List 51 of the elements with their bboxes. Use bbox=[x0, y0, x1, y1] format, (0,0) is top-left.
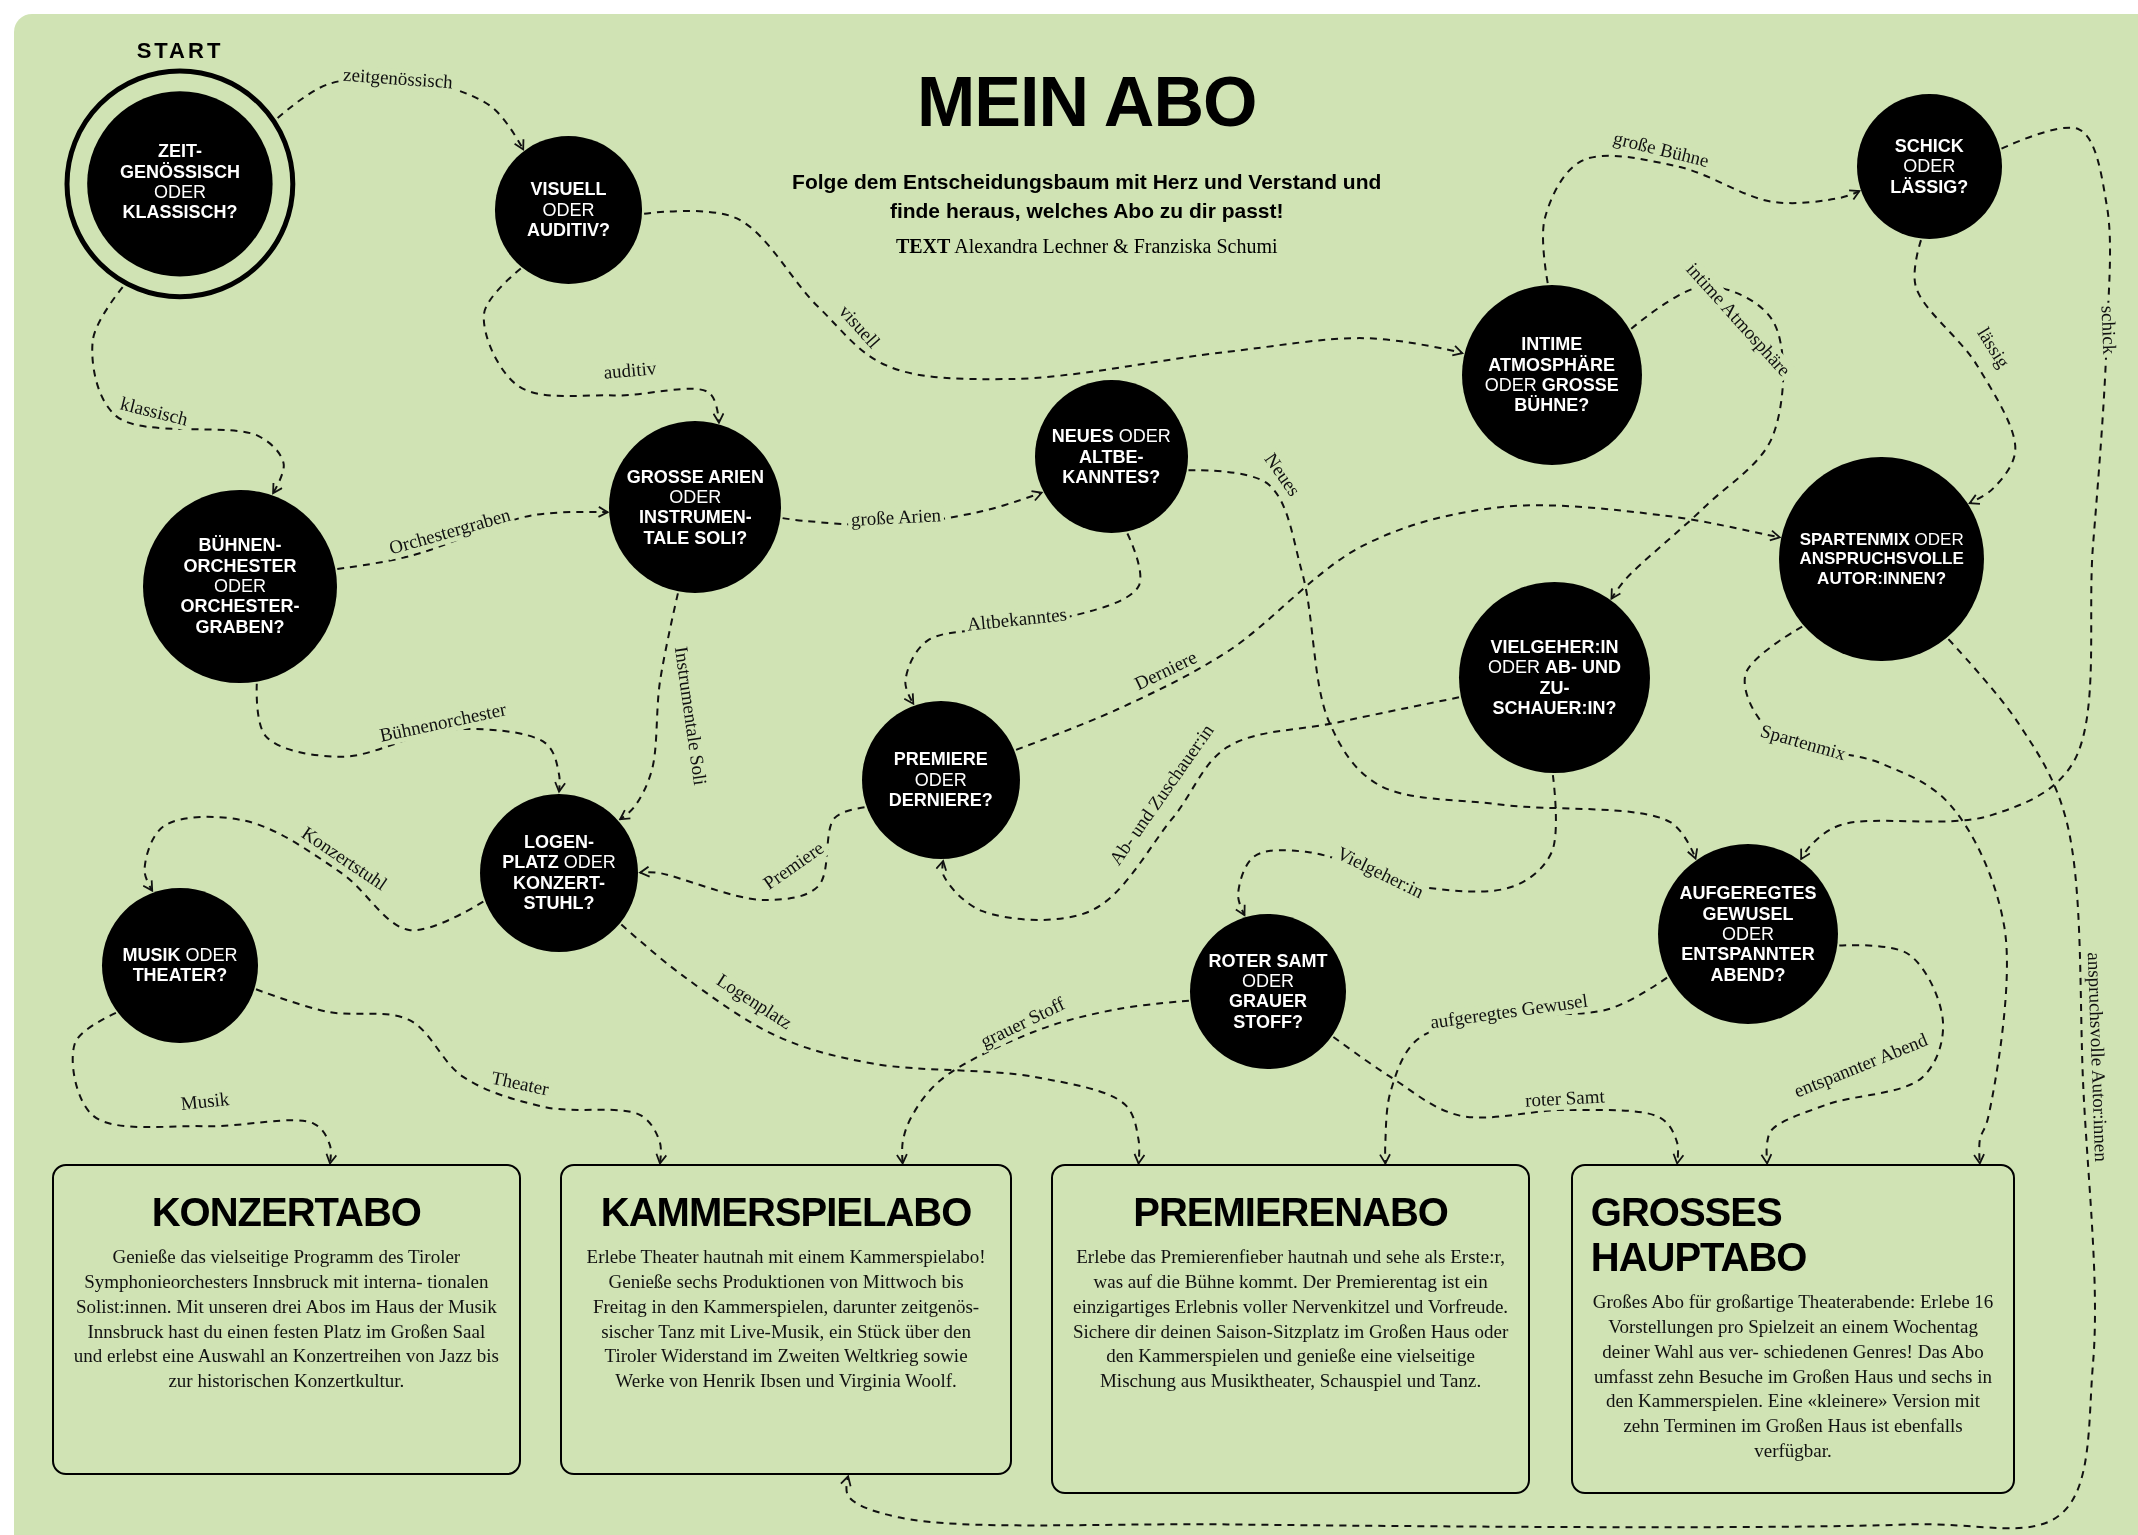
dashed-arrow bbox=[1332, 1036, 1685, 1165]
title: MEIN ABO bbox=[917, 62, 1257, 143]
question-text: GROSSE ARIEN ODER INSTRUMEN- TALE SOLI? bbox=[625, 466, 765, 548]
card-text: Genieße das vielseitige Programm des Tiroler Symphonieorchesters Innsbruck mit interna- tionalen Solist:innen. Mit unseren drei Abos im Haus der Musik Innsbruck hast du einen festen Platz im Großen Saal und erlebst eine Auswahl an Konzertreihen von Jazz bis zur historischen Konzertkultur. bbox=[72, 1245, 500, 1393]
dashed-arrow bbox=[1760, 944, 1945, 1165]
question-text: PREMIERE ODER DERNIERE? bbox=[887, 749, 994, 811]
dashed-arrow bbox=[1913, 239, 2017, 505]
dashed-arrow bbox=[935, 696, 1460, 921]
card-text: Großes Abo für großartige Theaterabende: Erlebe 16 Vorstellungen pro Spielzeit an einem Wochentag deiner Wahl aus ver- schiedenen Genres! Das Abo umfasst zehn Besuche im Großen Haus und sechs in den Kammerspielen. Eine «kleinere» Version mit zehn Terminen im Großen Haus ist ebenfalls verfügbar. bbox=[1591, 1290, 1995, 1463]
dashed-arrow bbox=[1187, 469, 1698, 860]
dashed-arrow bbox=[91, 286, 285, 495]
card-text: Erlebe Theater hautnah mit einem Kammerspielabo! Genieße sechs Produktionen von Mittwoch bis Freitag in den Kammerspielen, darunter zeitgenös- sischer Tanz mit Live-Musik, ein Stück über den Tiroler Widerstand im Zweiten Weltkrieg sowie Werke von Henrik Ibsen und Virginia Woolf. bbox=[585, 1245, 987, 1393]
dashed-arrow bbox=[1610, 285, 1785, 600]
question-text: VIELGEHER:IN ODER AB- UND ZU- SCHAUER:IN? bbox=[1486, 637, 1622, 719]
card-title: KAMMERSPIELABO bbox=[600, 1190, 972, 1236]
card-title: KONZERTABO bbox=[151, 1190, 421, 1236]
result-card bbox=[1051, 1164, 1530, 1495]
card-text: Erlebe das Premierenfieber hautnah und sehe als Erste:r, was auf die Bühne kommt. Der Premierentag ist ein einzigartiges Erlebnis voller Nervenkitzel und Vorfreude. Sichere dir deinen Saison-Sitzplatz im Großen Haus oder den Kammerspielen und genieße eine vielseitige Mischung aus Musiktheater, Schauspiel und Tanz. bbox=[1071, 1245, 1510, 1393]
card-title: GROSSES HAUPTABO bbox=[1590, 1190, 1808, 1281]
card-title: PREMIERENABO bbox=[1133, 1190, 1448, 1236]
subtitle-text: Folge dem Entscheidungsbaum mit Herz und Verstand und finde heraus, welches Abo zu dir passt! bbox=[791, 168, 1383, 225]
question-text: NEUES ODER ALTBE- KANNTES? bbox=[1050, 426, 1172, 488]
question-text: VISUELL ODER AUDITIV? bbox=[526, 179, 612, 241]
question-text: MUSIK ODER THEATER? bbox=[121, 945, 239, 986]
question-text: AUFGEREGTES GEWUSEL ODER ENTSPANNTER ABEND? bbox=[1678, 883, 1818, 985]
dashed-arrow bbox=[896, 999, 1190, 1165]
dashed-arrow bbox=[482, 267, 725, 424]
dashed-arrow bbox=[619, 592, 679, 821]
start-label: START bbox=[136, 37, 224, 66]
dashed-arrow bbox=[639, 806, 866, 901]
dashed-arrow bbox=[1743, 625, 2008, 1165]
result-card bbox=[51, 1164, 521, 1476]
dashed-arrow bbox=[1015, 504, 1781, 751]
dashed-arrow bbox=[142, 815, 485, 932]
question-text: SCHICK ODER LÄSSIG? bbox=[1889, 135, 1970, 197]
question-text: BÜHNEN- ORCHESTER ODER ORCHESTER- GRABEN? bbox=[179, 535, 301, 638]
dashed-arrow bbox=[71, 1011, 338, 1165]
dashed-arrow bbox=[620, 923, 1146, 1165]
question-text: LOGEN- PLATZ ODER KONZERT- STUHL? bbox=[501, 832, 617, 914]
author-credit: TEXT Alexandra Lechner & Franziska Schumi bbox=[894, 235, 1279, 259]
dashed-arrow bbox=[255, 988, 668, 1165]
question-text: ZEIT- GENÖSSISCH ODER KLASSISCH? bbox=[118, 141, 241, 223]
result-card bbox=[560, 1164, 1012, 1476]
dashed-arrow bbox=[840, 638, 2096, 1530]
question-text: SPARTENMIX ODER ANSPRUCHSVOLLE AUTOR:INNEN? bbox=[1798, 530, 1965, 588]
dashed-arrow bbox=[643, 210, 1464, 381]
result-card bbox=[1570, 1164, 2016, 1495]
question-text: ROTER SAMT ODER GRAUER STOFF? bbox=[1207, 950, 1329, 1032]
dashed-arrow bbox=[1542, 154, 1861, 285]
question-text: INTIME ATMOSPHÄRE ODER GROSSE BÜHNE? bbox=[1483, 334, 1620, 416]
dashed-arrow bbox=[1800, 126, 2111, 860]
